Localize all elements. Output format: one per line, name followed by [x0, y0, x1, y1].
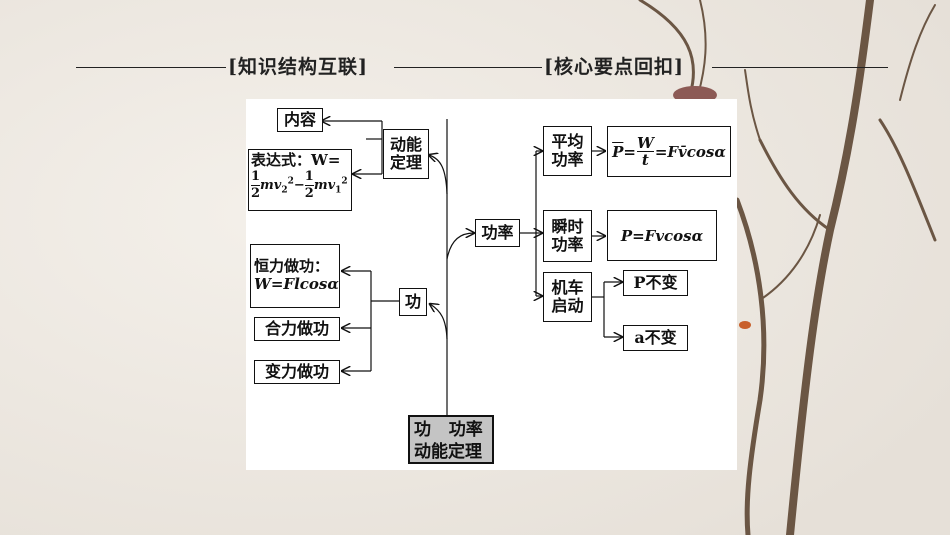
kinetic-label-line1: 动能	[389, 135, 422, 154]
banner-rule-left	[76, 67, 226, 68]
arrow-to-work	[430, 304, 448, 340]
instant-power-box: 瞬时功率	[543, 210, 592, 262]
start-label-line1: 机车	[551, 278, 584, 297]
constant-force-label: 恒力做功：	[254, 257, 330, 275]
connector-lines	[246, 99, 737, 415]
instant-label-line2: 功率	[551, 235, 584, 254]
arrow-to-kinetic	[429, 155, 448, 195]
start-label-line2: 启动	[551, 296, 584, 315]
banner-rule-right	[712, 67, 888, 68]
banner-rule-middle	[394, 67, 542, 68]
kinetic-label-line2: 定理	[389, 153, 422, 172]
average-power-box: 平均功率	[543, 126, 592, 176]
knowledge-structure-heading: [知识结构互联]	[228, 56, 368, 78]
constant-power-start-box: P不变	[623, 270, 688, 296]
kinetic-energy-theorem-box: 动能定理	[383, 129, 429, 179]
root-line1: 功 功率	[414, 420, 483, 440]
variable-force-work-box: 变力做功	[254, 360, 340, 384]
instant-label-line1: 瞬时	[551, 217, 584, 236]
section-banner: [知识结构互联] [核心要点回扣]	[76, 52, 888, 82]
power-box: 功率	[475, 219, 520, 247]
root-topic-box: 功 功率 动能定理	[408, 415, 494, 464]
content-box: 内容	[277, 108, 323, 132]
average-label-line1: 平均	[551, 132, 584, 151]
average-label-line2: 功率	[551, 150, 584, 169]
berry-decoration	[739, 321, 751, 329]
constant-acceleration-start-box: a不变	[623, 325, 688, 351]
locomotive-start-box: 机车启动	[543, 272, 592, 322]
work-box: 功	[399, 288, 427, 316]
constant-force-work-box: 恒力做功： W=Flcosα	[250, 244, 340, 308]
constant-force-formula: W=Flcosα	[254, 275, 339, 293]
instant-power-formula-box: P=Fvcosα	[607, 210, 717, 261]
arrow-to-power	[446, 233, 474, 260]
expression-prefix: 表达式：W=	[251, 151, 341, 169]
dry-branch-decoration	[638, 0, 937, 535]
resultant-force-work-box: 合力做功	[254, 317, 340, 341]
core-points-heading: [核心要点回扣]	[544, 56, 684, 78]
root-line2: 动能定理	[414, 442, 482, 462]
